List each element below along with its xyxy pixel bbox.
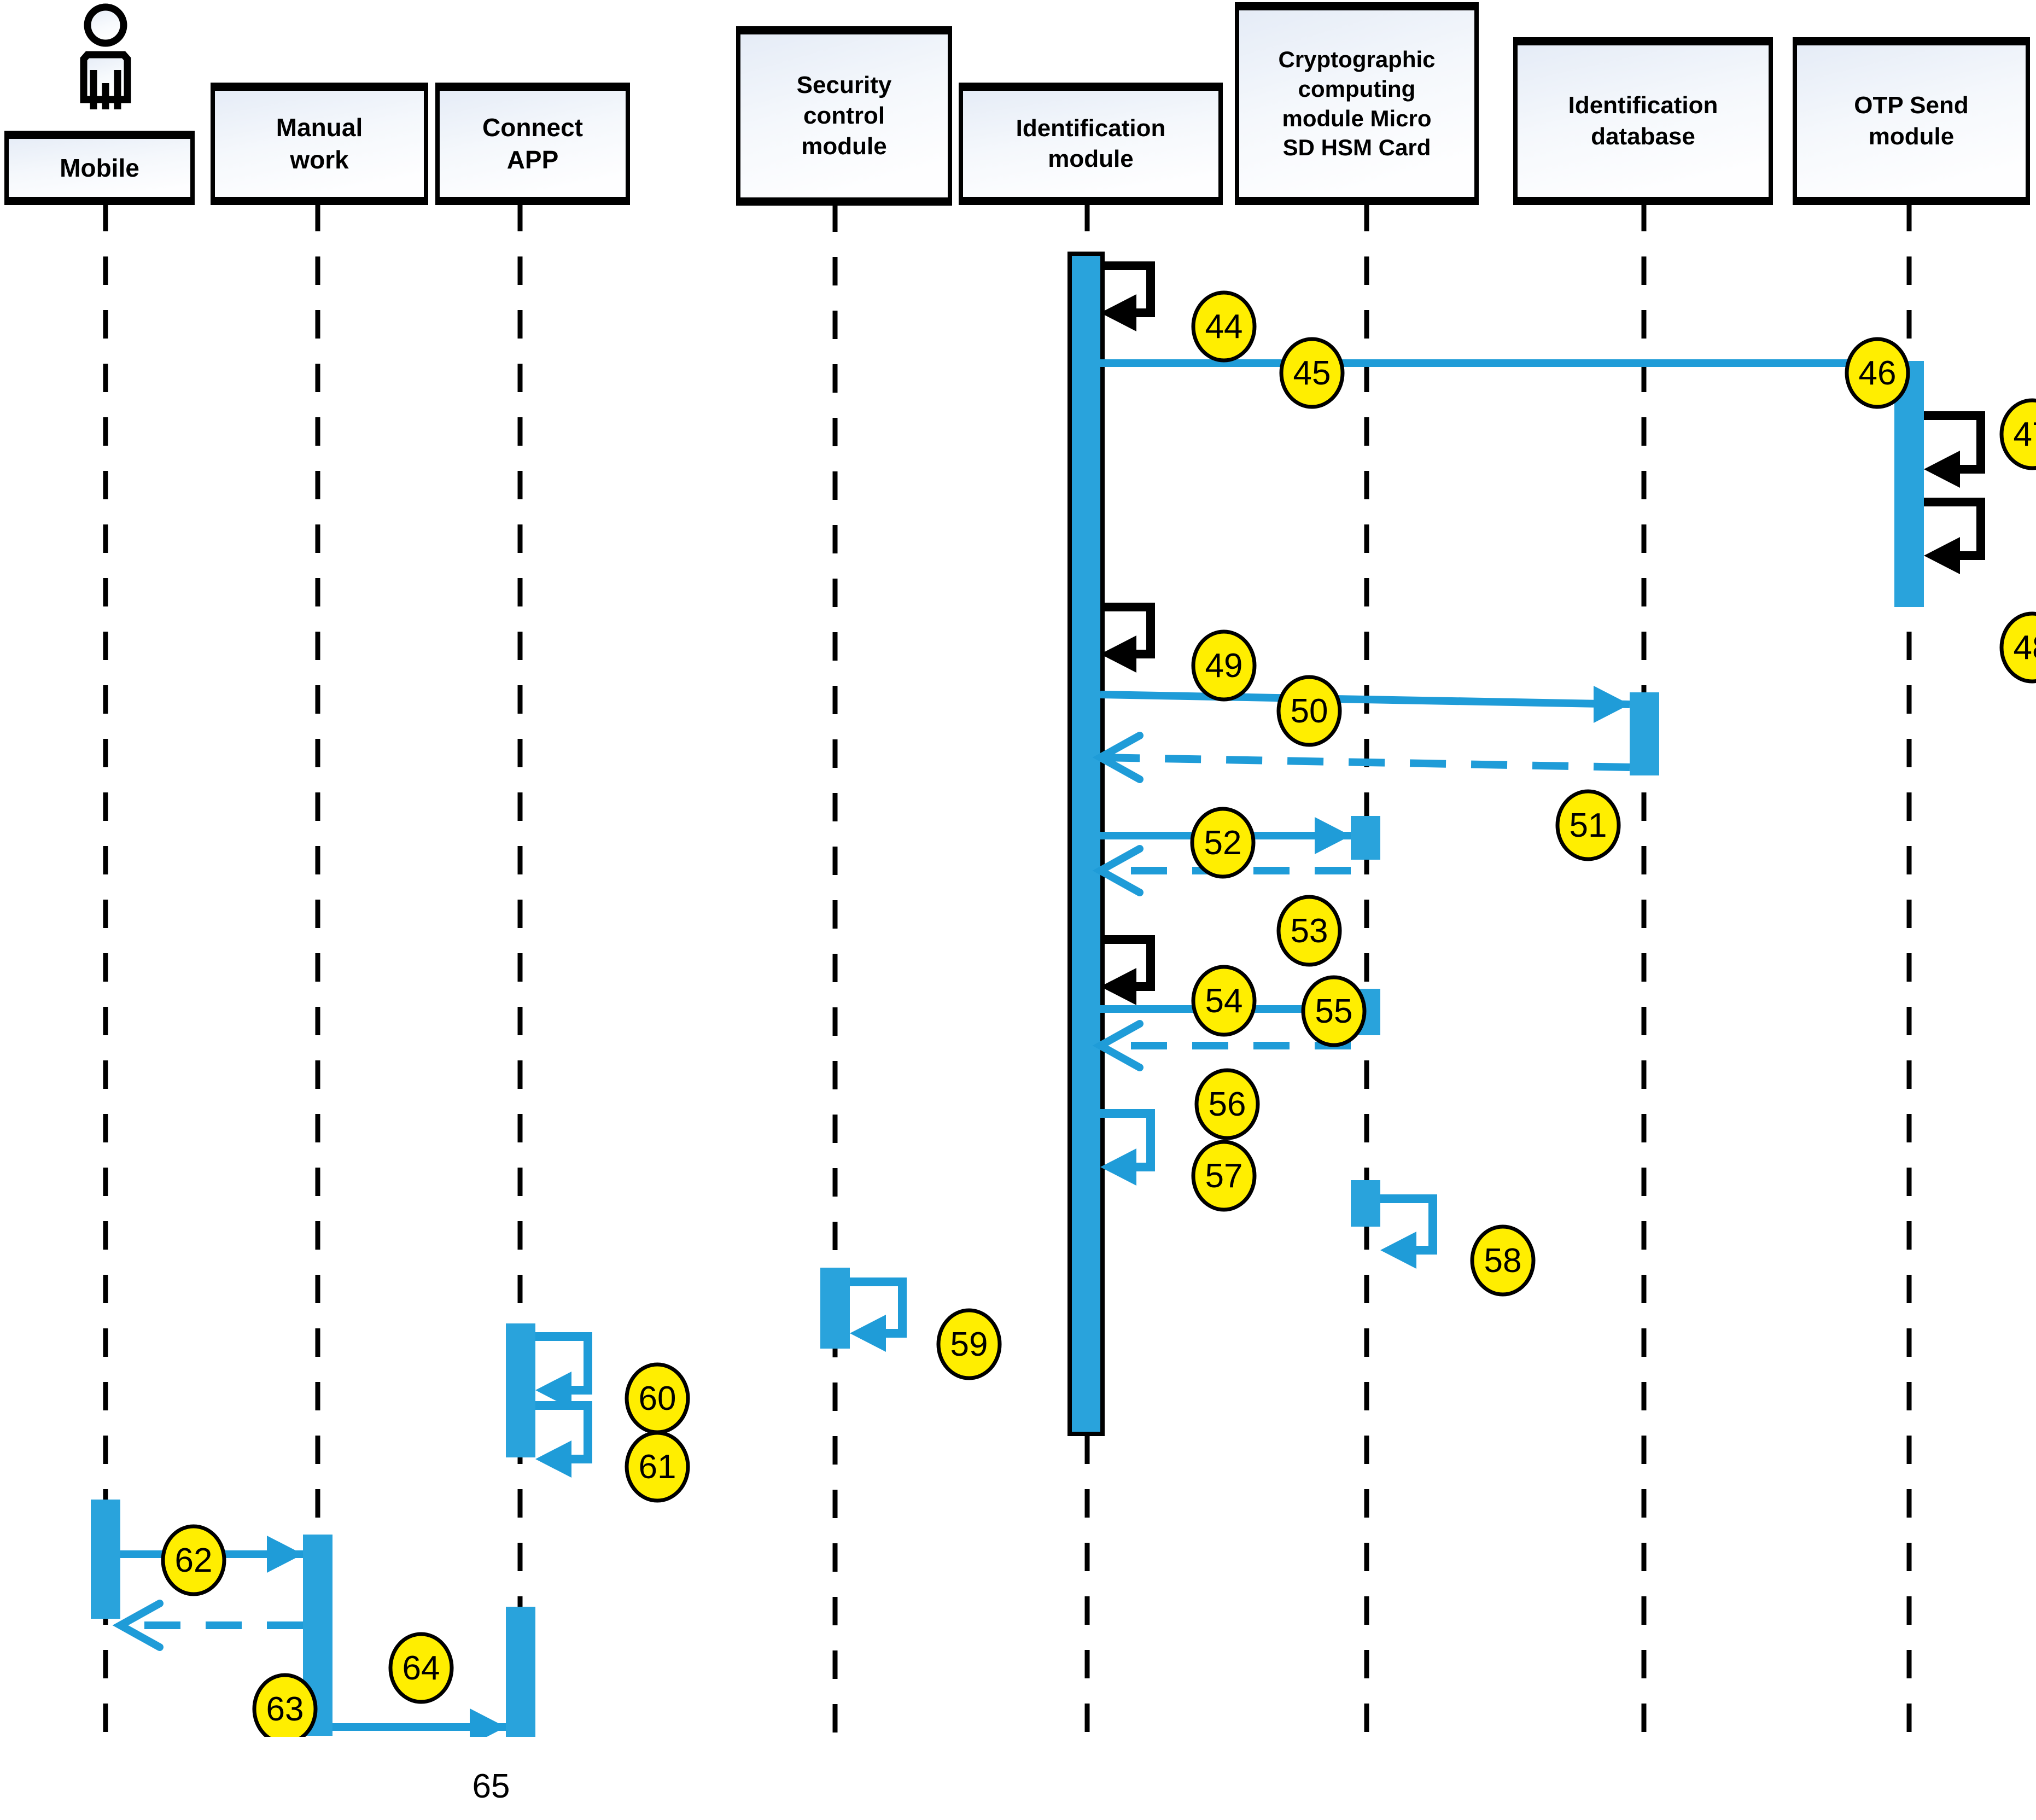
lifeline-box-security — [736, 26, 952, 206]
self-message-48 — [1924, 498, 1985, 560]
step-badge-51 — [1555, 789, 1621, 861]
activation-act-connect-top — [506, 1323, 535, 1457]
step-badge-label-65: 65 — [472, 1767, 510, 1805]
arrowhead — [1100, 1148, 1136, 1186]
arrowhead-open — [112, 1600, 164, 1651]
arrowhead — [1100, 294, 1136, 331]
step-badge-56 — [1194, 1068, 1260, 1140]
self-message-60 — [535, 1332, 592, 1395]
activation-act-crypto-3 — [1351, 1180, 1380, 1227]
activation-act-mobile — [91, 1500, 120, 1619]
step-badge-50 — [1276, 675, 1342, 747]
self-message-57 — [1100, 1109, 1155, 1171]
arrowhead — [1924, 537, 1960, 574]
lifeline-box-crypto — [1235, 2, 1479, 205]
arrowhead — [1594, 686, 1630, 723]
self-message-58 — [1380, 1194, 1437, 1255]
self-message-44 — [1100, 261, 1155, 317]
messages-layer — [112, 261, 1985, 1737]
step-badge-46 — [1845, 337, 1910, 409]
arrowhead-open — [1092, 845, 1144, 896]
badges-layer — [161, 290, 2036, 1737]
self-message-47 — [1924, 411, 1985, 474]
arrowhead — [267, 1536, 303, 1573]
step-badge-57 — [1191, 1140, 1257, 1212]
step-badge-60 — [625, 1362, 690, 1434]
activation-act-connect-bot — [506, 1607, 535, 1737]
arrowhead — [535, 1372, 571, 1409]
step-badge-47 — [1999, 398, 2036, 470]
step-badge-52 — [1190, 807, 1256, 879]
step-badge-54 — [1191, 965, 1257, 1037]
arrowhead — [1380, 1232, 1416, 1269]
actor-head-icon — [84, 3, 127, 47]
self-message-61 — [535, 1401, 592, 1463]
lifelines-layer — [4, 2, 2030, 1737]
arrowhead-open — [1092, 1020, 1144, 1071]
activation-act-otp — [1894, 361, 1924, 607]
lifeline-box-manual — [211, 83, 428, 205]
step-badge-59 — [936, 1308, 1002, 1380]
activation-act-crypto-1 — [1351, 816, 1380, 860]
arrowhead — [1315, 817, 1351, 854]
self-message-54 — [1100, 935, 1155, 991]
lifeline-box-identmod — [959, 83, 1223, 205]
diagram-svg — [4, 2, 2036, 1737]
arrowhead — [1100, 635, 1136, 673]
lifeline-box-otp — [1793, 37, 2030, 205]
step-badge-49 — [1191, 629, 1257, 702]
activation-act-security — [820, 1268, 850, 1349]
step-badge-44 — [1191, 290, 1257, 363]
self-message-49 — [1100, 603, 1155, 658]
lifeline-box-connect — [435, 83, 630, 205]
arrowhead-open — [1092, 732, 1144, 783]
step-badge-63 — [252, 1673, 318, 1737]
activation-act-identdb — [1630, 692, 1659, 775]
step-badge-48 — [1999, 611, 2036, 684]
actor-layer — [80, 3, 131, 109]
arrowhead — [850, 1315, 886, 1352]
step-badge-61 — [625, 1431, 690, 1503]
step-badge-58 — [1470, 1224, 1536, 1297]
step-badge-53 — [1276, 895, 1342, 967]
step-badge-55 — [1301, 975, 1367, 1047]
step-badge-62 — [161, 1524, 226, 1596]
return-message-51 — [1100, 754, 1630, 771]
activation-act-identmod-main — [1072, 256, 1100, 1432]
call-message-50 — [1100, 691, 1630, 708]
lifeline-box-identdb — [1513, 37, 1773, 205]
arrowhead — [1100, 968, 1136, 1005]
self-message-59 — [850, 1278, 907, 1338]
arrowhead — [470, 1708, 506, 1737]
step-badge-45 — [1279, 337, 1345, 409]
activations-layer — [91, 252, 1924, 1737]
arrowhead — [1924, 451, 1960, 488]
lifeline-box-mobile — [4, 131, 195, 205]
step-badge-64 — [388, 1632, 454, 1704]
arrowhead — [535, 1440, 571, 1478]
